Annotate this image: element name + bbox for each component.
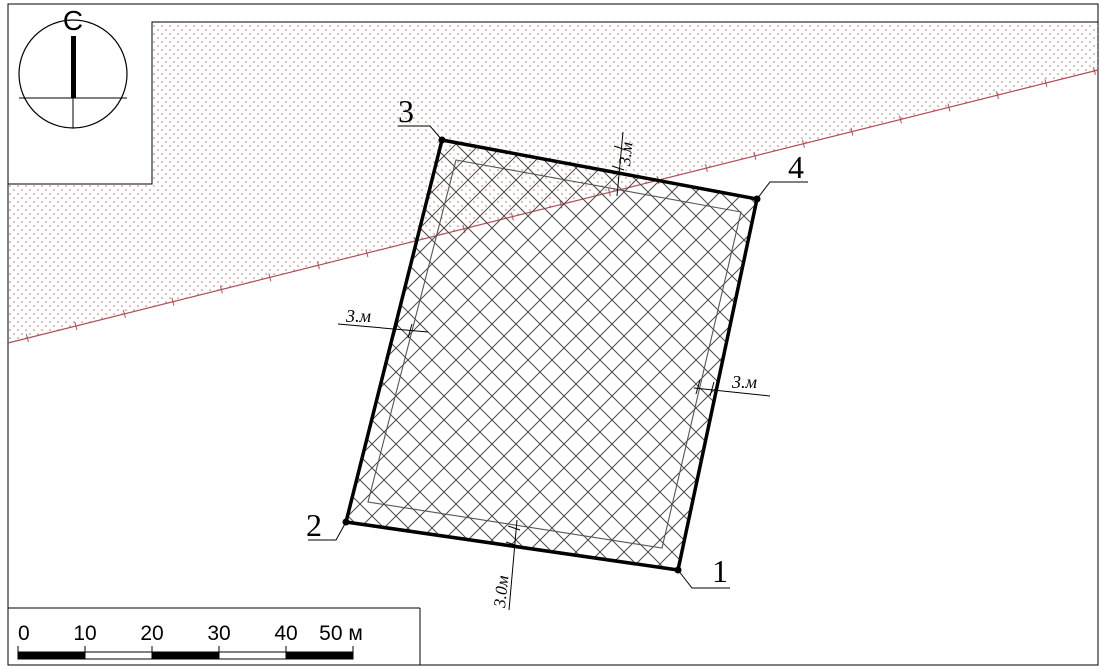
scale-bar-segment (151, 651, 220, 660)
setback-dimension-right: 3.м (693, 372, 771, 397)
boundary-tick (219, 285, 223, 294)
point-label-2: 2 (306, 507, 322, 543)
scale-bar-label: 50 м (319, 622, 363, 645)
boundary-tick (74, 321, 78, 331)
boundary-tick (1044, 79, 1048, 88)
boundary-tick (850, 127, 854, 136)
scale-bar-segment (285, 651, 354, 660)
leader-point-1 (677, 569, 730, 589)
north-arrow-label: С (63, 5, 83, 36)
scale-bar-label: 20 (140, 622, 163, 645)
north-arrow-needle (71, 36, 76, 98)
boundary-tick (171, 297, 175, 306)
point-label-3: 3 (398, 93, 414, 129)
boundary-tick (122, 309, 126, 318)
setback-dimension-bottom: 3.0м (490, 519, 521, 611)
boundary-tick (316, 261, 320, 270)
point-label-4: 4 (788, 149, 804, 185)
dotted-zone-outline (7, 21, 1098, 343)
boundary-tick (802, 139, 805, 148)
leader-point-3 (398, 125, 443, 141)
boundary-tick (996, 91, 999, 100)
scale-bar-label: 30 (207, 622, 230, 645)
scale-bar-label: 10 (73, 622, 96, 645)
boundary-tick (268, 273, 272, 282)
setback-dimension-left: 3.м (337, 306, 429, 339)
boundary-tick (947, 103, 951, 112)
scale-bar-label: 40 (274, 622, 297, 645)
scale-bar: 0 10 20 30 40 50 м (8, 607, 421, 665)
boundary-tick (365, 249, 369, 258)
scale-bar-segment (84, 651, 153, 660)
setback-label-top: 3.м (615, 141, 636, 168)
boundary-tick (1093, 66, 1096, 75)
boundary-tick (899, 115, 902, 124)
setback-label-right: 3.м (731, 372, 758, 392)
leader-point-2 (308, 521, 347, 541)
setback-label-bottom: 3.0м (490, 574, 512, 609)
scale-bar-segment (218, 651, 287, 660)
leader-point-4 (756, 181, 808, 200)
setback-dimension-top: 3.м (611, 131, 636, 197)
scale-bar-label: 0 (18, 622, 30, 645)
point-label-1: 1 (712, 553, 728, 589)
scale-bar-segment (17, 651, 86, 660)
boundary-tick (705, 164, 708, 173)
north-arrow: С (18, 5, 128, 129)
setback-label-left: 3.м (345, 306, 372, 326)
setback-contour (367, 159, 742, 549)
boundary-tick (753, 151, 757, 160)
boundary-tick (25, 334, 29, 343)
